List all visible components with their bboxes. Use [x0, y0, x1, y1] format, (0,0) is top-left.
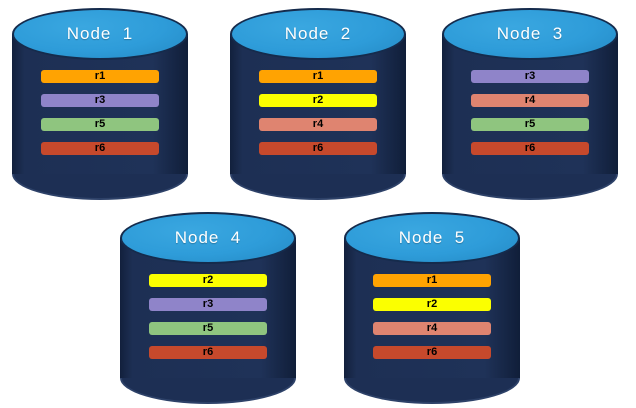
replica-bar-list: r1 r2 r4 r6: [373, 274, 491, 359]
replica-bar-r5: r5: [41, 118, 159, 131]
replica-bar-r4: r4: [259, 118, 377, 131]
replica-bar-r6: r6: [41, 142, 159, 155]
node-cylinder-5: Node 5 r1 r2 r4 r6: [344, 212, 520, 404]
node-label: Node 4: [174, 228, 242, 247]
node-label: Node 1: [66, 24, 134, 43]
replica-bar-r1: r1: [373, 274, 491, 287]
replica-bar-r5: r5: [149, 322, 267, 335]
cylinder-top-cap: Node 5: [344, 212, 520, 264]
node-cylinder-4: Node 4 r2 r3 r5 r6: [120, 212, 296, 404]
replica-bar-r6: r6: [259, 142, 377, 155]
replica-bar-list: r3 r4 r5 r6: [471, 70, 589, 155]
replica-bar-r3: r3: [149, 298, 267, 311]
node-cylinder-1: Node 1 r1 r3 r5 r6: [12, 8, 188, 200]
replica-bar-r1: r1: [259, 70, 377, 83]
replica-bar-r6: r6: [471, 142, 589, 155]
cylinder-top-cap: Node 1: [12, 8, 188, 60]
replica-bar-r2: r2: [259, 94, 377, 107]
replica-bar-r3: r3: [41, 94, 159, 107]
cylinder-top-cap: Node 3: [442, 8, 618, 60]
replica-bar-r5: r5: [471, 118, 589, 131]
node-label: Node 5: [398, 228, 466, 247]
node-label: Node 2: [284, 24, 352, 43]
replica-bar-r1: r1: [41, 70, 159, 83]
node-label: Node 3: [496, 24, 564, 43]
replica-bar-list: r1 r2 r4 r6: [259, 70, 377, 155]
replica-bar-r4: r4: [373, 322, 491, 335]
node-cylinder-2: Node 2 r1 r2 r4 r6: [230, 8, 406, 200]
cylinder-top-cap: Node 2: [230, 8, 406, 60]
replica-bar-r4: r4: [471, 94, 589, 107]
replica-bar-list: r2 r3 r5 r6: [149, 274, 267, 359]
replica-bar-r6: r6: [373, 346, 491, 359]
replica-bar-r3: r3: [471, 70, 589, 83]
node-cylinder-3: Node 3 r3 r4 r5 r6: [442, 8, 618, 200]
cylinder-top-cap: Node 4: [120, 212, 296, 264]
replica-bar-r2: r2: [373, 298, 491, 311]
replica-bar-r6: r6: [149, 346, 267, 359]
replica-bar-list: r1 r3 r5 r6: [41, 70, 159, 155]
replica-bar-r2: r2: [149, 274, 267, 287]
